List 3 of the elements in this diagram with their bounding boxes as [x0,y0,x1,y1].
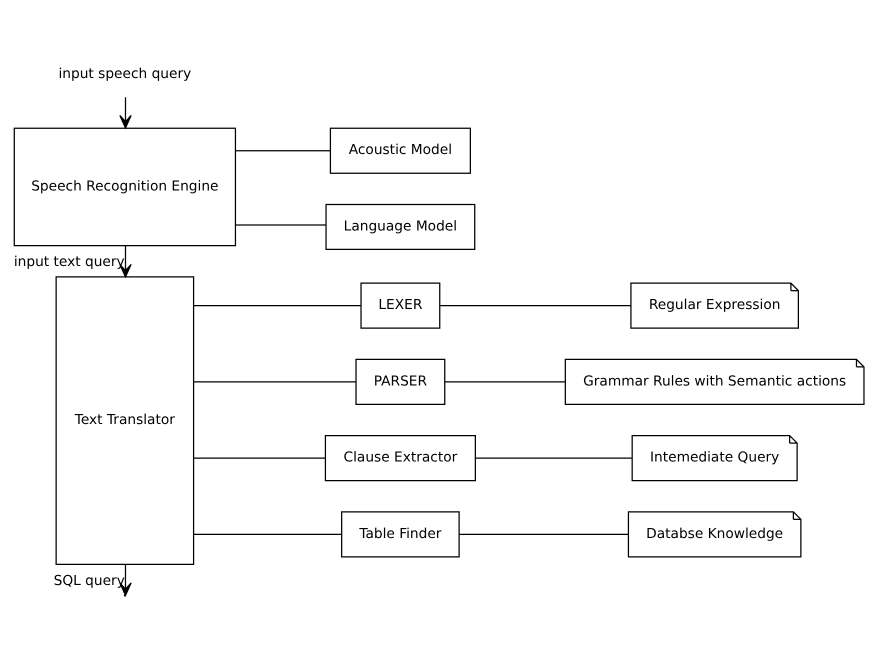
edge-label: input text query [14,254,125,270]
node-text: input speech query [58,66,192,82]
edge-label: SQL query [54,572,125,589]
